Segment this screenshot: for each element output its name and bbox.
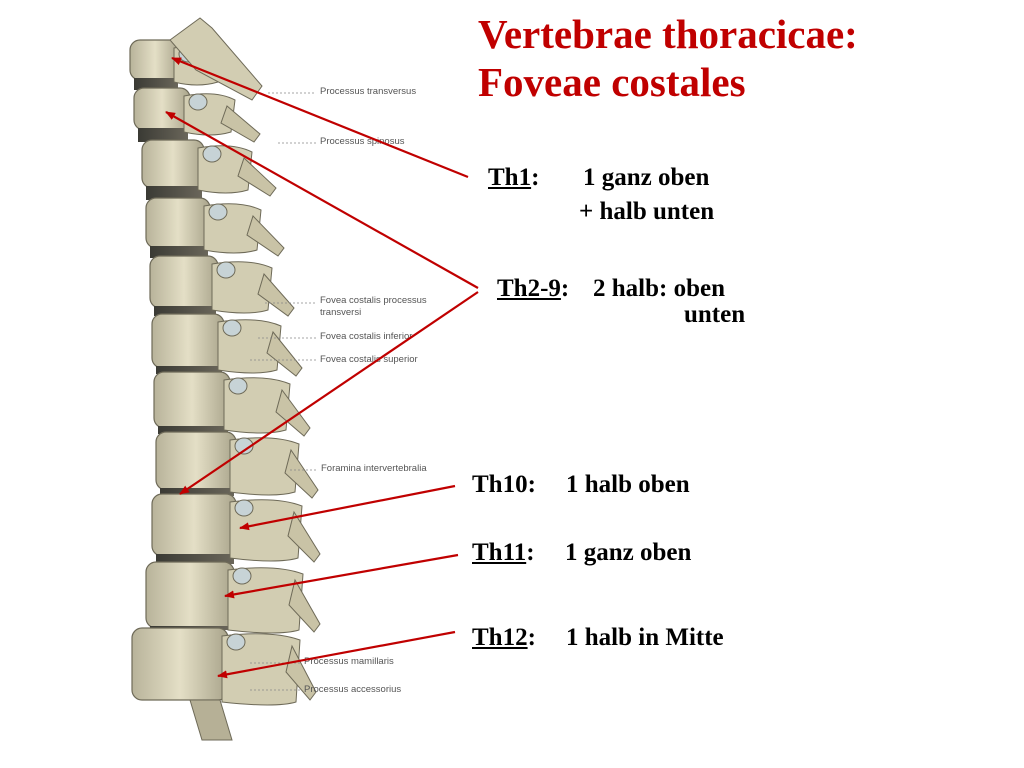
intervertebral-disc — [156, 554, 234, 564]
costal-fovea — [234, 437, 254, 455]
th12-name: Th12 — [472, 624, 528, 651]
costal-fovea — [232, 567, 252, 585]
th11-label: Th11: — [472, 539, 535, 567]
spinous-process — [288, 578, 321, 633]
intervertebral-disc — [156, 366, 222, 374]
arrow-th10 — [239, 484, 456, 531]
label-fovea-costalis-processus: Fovea costalis processus — [320, 295, 427, 306]
costal-fovea — [222, 319, 242, 337]
th11-name: Th11 — [472, 539, 527, 566]
transverse-process — [169, 17, 263, 101]
intervertebral-disc — [138, 128, 188, 142]
label-processus-spinosus: Processus spinosus — [320, 136, 405, 147]
arrow-th2-9-lower — [179, 291, 479, 495]
label-fovea-costalis-processus-2: transversi — [320, 307, 362, 318]
intervertebral-disc — [154, 306, 216, 316]
th1-name: Th1 — [488, 164, 532, 191]
th10-name: Th10 — [472, 471, 528, 498]
intervertebral-disc — [160, 488, 234, 496]
th2-9-label: Th2-9: — [497, 275, 569, 303]
intervertebral-disc — [134, 78, 178, 90]
title-line-1: Vertebrae thoracicae: — [478, 11, 858, 57]
spinous-process — [287, 510, 321, 563]
th11-colon: : — [526, 539, 535, 566]
arrow-th1 — [171, 56, 469, 179]
costal-fovea — [216, 261, 236, 279]
spinous-process — [257, 272, 295, 317]
costal-fovea — [188, 93, 208, 111]
th2-9-line1: 2 halb: oben — [593, 275, 725, 302]
spinous-process — [246, 215, 285, 257]
th10-colon: : — [527, 471, 536, 498]
th12-label: Th12: — [472, 624, 536, 652]
th10-text: 1 halb oben — [566, 471, 690, 498]
label-fovea-costalis-superior: Fovea costalis superior — [320, 354, 418, 365]
spinous-process — [220, 105, 261, 143]
costal-fovea — [234, 499, 254, 517]
costal-fovea — [228, 377, 248, 395]
intervertebral-disc — [150, 246, 208, 258]
lumbar-stump — [189, 699, 233, 741]
th1-line2: + halb unten — [579, 198, 715, 225]
costal-fovea — [208, 203, 228, 221]
th11-text: 1 ganz oben — [565, 539, 692, 566]
intervertebral-disc — [146, 186, 202, 200]
label-processus-transversus: Processus transversus — [320, 86, 417, 97]
label-processus-mamillaris: Processus mamillaris — [304, 656, 394, 667]
label-processus-accessorius: Processus accessorius — [304, 684, 402, 695]
arrow-th11 — [224, 553, 459, 599]
spinous-process — [237, 157, 277, 197]
label-fovea-costalis-inferior: Fovea costalis inferior — [320, 331, 413, 342]
th1-label: Th1: — [488, 164, 539, 192]
th1-line1: 1 ganz oben — [583, 164, 710, 191]
th2-9-colon: : — [560, 275, 570, 302]
costal-fovea — [202, 145, 222, 163]
th12-text: 1 halb in Mitte — [566, 624, 724, 651]
title-line-2: Foveae costales — [478, 59, 746, 105]
costal-fovea — [226, 633, 246, 651]
arrow-th12 — [217, 630, 456, 679]
th12-colon: : — [527, 624, 536, 651]
spinous-process — [275, 388, 311, 437]
vertebral-arch — [221, 633, 301, 706]
spinous-process — [266, 330, 303, 377]
vertebral-arch — [227, 567, 304, 634]
label-foramina-intervertebralia: Foramina intervertebralia — [321, 463, 427, 474]
arrow-th2-9-upper — [165, 111, 479, 289]
th1-colon: : — [531, 164, 540, 191]
th2-9-line2: unten — [684, 301, 746, 328]
th2-9-name: Th2-9 — [497, 275, 561, 302]
slide-title: Vertebrae thoracicae: Foveae costales — [478, 10, 858, 106]
th10-label: Th10: — [472, 471, 536, 499]
spinous-process — [284, 448, 319, 499]
intervertebral-disc — [158, 426, 228, 434]
